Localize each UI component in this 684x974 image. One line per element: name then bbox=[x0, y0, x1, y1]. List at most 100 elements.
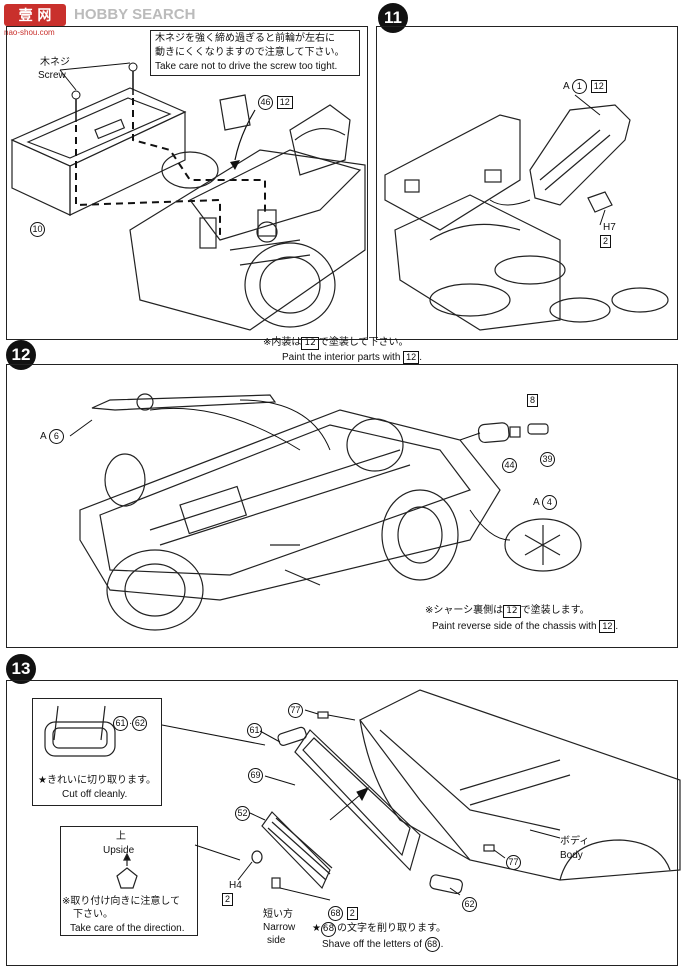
step10-panel bbox=[6, 26, 368, 340]
step11-part-h7: H7 bbox=[603, 222, 616, 233]
dashboard-part-a1-shape bbox=[529, 104, 631, 206]
step13-part-61: 61 bbox=[247, 723, 263, 738]
part-a1-prefix: A bbox=[563, 81, 570, 92]
step13-direction-en: Take care of the direction. bbox=[70, 923, 185, 934]
step12-part-44: 44 bbox=[502, 458, 518, 473]
step13-number: 13 bbox=[6, 654, 36, 684]
step12-number: 12 bbox=[6, 340, 36, 370]
part-h4-and-68-shapes bbox=[251, 850, 281, 889]
screw-path-2 bbox=[132, 98, 266, 215]
part-a4-number: 4 bbox=[541, 495, 557, 510]
detail-box-upside bbox=[60, 826, 198, 936]
step12-part-39: 39 bbox=[540, 452, 556, 467]
part-a6-number: 6 bbox=[48, 429, 64, 444]
step13-cut-en: Cut off cleanly. bbox=[62, 789, 128, 800]
steering-column-a6-shape bbox=[91, 393, 277, 411]
screw-shapes bbox=[59, 62, 138, 122]
paint-h4: 2 bbox=[222, 893, 234, 906]
part-62-detail: 62 bbox=[132, 716, 148, 731]
step10-note-box bbox=[150, 30, 360, 76]
step10-part-10: 10 bbox=[30, 222, 46, 237]
note-jp-start: ※内装は bbox=[263, 337, 302, 348]
paint-68: 2 bbox=[346, 907, 358, 920]
paint-chassis-jp: 12 bbox=[503, 605, 521, 618]
part-10-number: 10 bbox=[30, 222, 45, 237]
interior-shape bbox=[384, 114, 669, 331]
note-en-text: Paint the interior parts with bbox=[282, 352, 401, 363]
watermark-sub: nao-shou.com bbox=[4, 28, 55, 37]
step12-paint-39: 8 bbox=[527, 394, 539, 407]
part-a6-prefix: A bbox=[40, 431, 47, 442]
step13-body-en: Body bbox=[560, 850, 583, 861]
part-a4-prefix: A bbox=[533, 497, 540, 508]
part-68-shave-jp: 68 bbox=[320, 922, 336, 937]
exhaust-part-44-shape bbox=[477, 422, 549, 444]
watermark-brand: HOBBY SEARCH bbox=[74, 6, 196, 23]
part-52-number: 52 bbox=[235, 806, 250, 821]
chassis-underside-shape bbox=[79, 409, 501, 631]
step13-narrow-en-2: side bbox=[267, 935, 286, 946]
part-46-number: 46 bbox=[258, 95, 273, 110]
chassis-jp-end: で塗装します。 bbox=[520, 605, 590, 616]
step13-narrow-jp: 短い方 bbox=[263, 909, 293, 920]
step10-part-46: 46 12 bbox=[258, 95, 293, 110]
pentagon-upside-shape bbox=[116, 852, 138, 889]
screw-path-1 bbox=[75, 125, 221, 240]
cut-detail-shape bbox=[44, 705, 116, 757]
step10-note-jp-2: 動きにくくなりますので注意して下さい。 bbox=[155, 47, 345, 58]
body-shape bbox=[359, 689, 681, 881]
shave-of-text: of bbox=[413, 939, 422, 950]
paint-interior-en: 12 bbox=[403, 351, 420, 364]
step10-note-jp-1: 木ネジを強く締め過ぎると前輪が左右に bbox=[155, 33, 335, 44]
step12-note-en: Paint the interior parts with 12. bbox=[282, 351, 422, 364]
step13-part-77-top: 77 bbox=[288, 703, 304, 718]
part-44-number: 44 bbox=[502, 458, 517, 473]
step12-panel bbox=[6, 364, 678, 648]
step12-part-a4: A 4 bbox=[533, 495, 558, 510]
grille-part-69-shape bbox=[294, 729, 421, 872]
box-part-10-shape bbox=[10, 87, 187, 216]
chassis-shape bbox=[129, 104, 366, 331]
step10-note-en: Take care not to drive the screw too tig… bbox=[155, 61, 338, 72]
step10-screw-jp: 木ネジ bbox=[40, 57, 70, 68]
step13-paint-h4-wrap: 2 bbox=[222, 893, 234, 906]
step13-part-69: 69 bbox=[248, 768, 264, 783]
part-61-detail: 61 bbox=[113, 716, 128, 731]
paint-interior-jp: 12 bbox=[301, 337, 319, 350]
step13-direction-jp-2: 下さい。 bbox=[73, 909, 113, 920]
step13-part-h4: H4 bbox=[229, 880, 242, 891]
part-39-number: 39 bbox=[540, 452, 555, 467]
paint-46: 12 bbox=[276, 96, 293, 109]
step11-paint-h7-wrap: 2 bbox=[600, 235, 612, 248]
chassis-jp-start: ※シャーシ裏側は bbox=[425, 605, 504, 616]
shave-jp-text: の文字を削り取ります。 bbox=[336, 923, 446, 934]
step12-part-a6: A 6 bbox=[40, 429, 65, 444]
step13-part-68: 68 2 bbox=[328, 906, 358, 921]
step13-direction-jp-1: ※取り付け向きに注意して bbox=[62, 896, 181, 907]
paint-chassis-en: 12 bbox=[599, 620, 616, 633]
step11-number: 11 bbox=[378, 3, 408, 33]
note-jp-end: で塗装して下さい。 bbox=[318, 337, 409, 348]
paint-h7: 2 bbox=[600, 235, 612, 248]
step10-screw-en: Screw bbox=[38, 70, 66, 81]
step13-body-jp: ボディ bbox=[560, 836, 590, 847]
step12-chassis-en: Paint reverse side of the chassis with 1… bbox=[432, 620, 619, 633]
paint-39: 8 bbox=[527, 394, 539, 407]
step13-narrow-en-1: Narrow bbox=[263, 922, 296, 933]
watermark-logo: 壹 网 bbox=[4, 4, 66, 26]
grille-part-52-shape bbox=[261, 811, 333, 890]
watermark-logo-chars: 壹 网 bbox=[18, 8, 52, 24]
step13-panel bbox=[6, 680, 678, 966]
part-61-number: 61 bbox=[247, 723, 262, 738]
paint-a1: 12 bbox=[590, 80, 607, 93]
part-68-number: 68 bbox=[328, 906, 343, 921]
step13-part-62: 62 bbox=[462, 897, 478, 912]
step11-part-a1: A 1 12 bbox=[563, 79, 607, 94]
